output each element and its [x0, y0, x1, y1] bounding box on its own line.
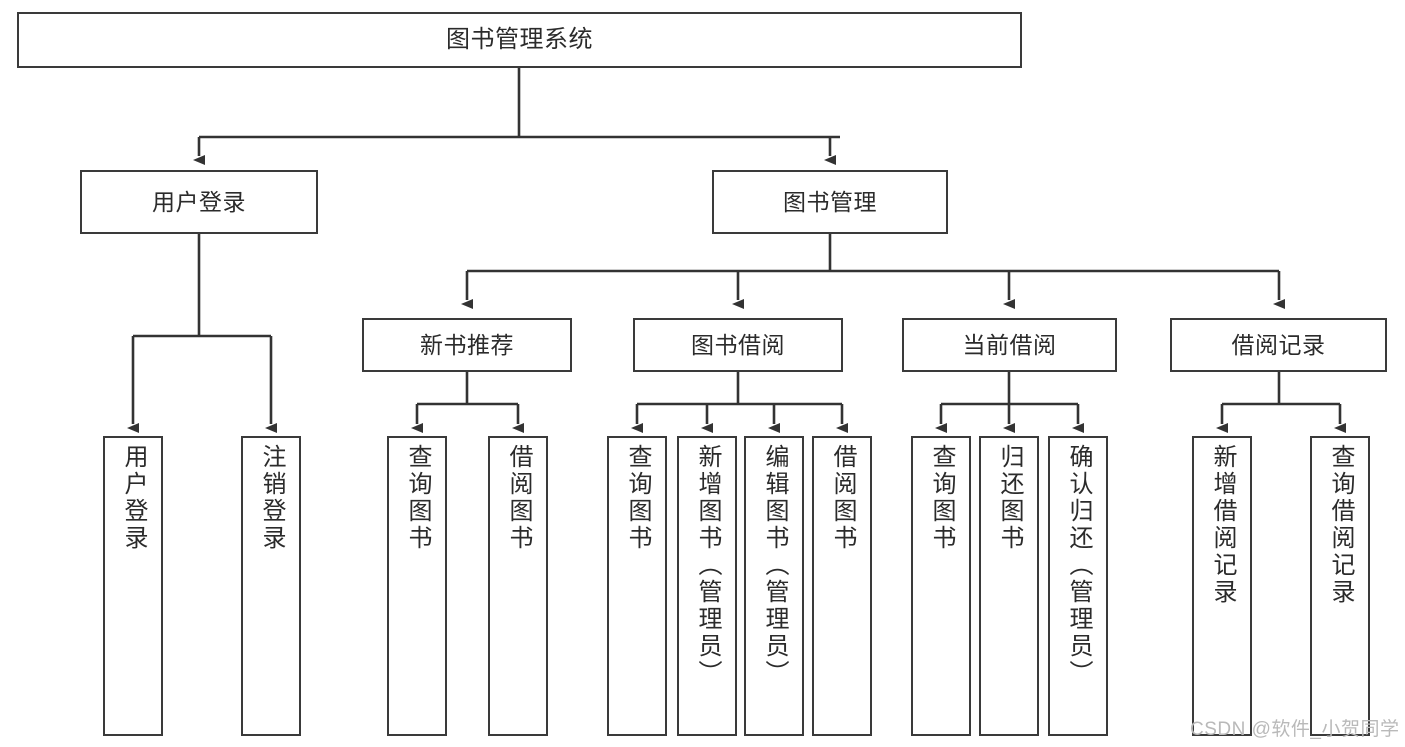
node-leaf-borrow-book-1[interactable]: 借阅图书 [488, 436, 548, 736]
node-label: 当前借阅 [962, 331, 1057, 358]
node-leaf-query-record[interactable]: 查询借阅记录 [1310, 436, 1370, 736]
node-label: 借阅图书 [829, 444, 856, 552]
node-leaf-add-book[interactable]: 新增图书（管理员） [677, 436, 737, 736]
node-label: 图书借阅 [691, 331, 785, 358]
node-leaf-query-book-1[interactable]: 查询图书 [387, 436, 447, 736]
node-label: 查询图书 [404, 444, 431, 552]
node-leaf-return-book[interactable]: 归还图书 [979, 436, 1039, 736]
node-leaf-user-login[interactable]: 用户登录 [103, 436, 163, 736]
node-book-manage[interactable]: 图书管理 [712, 170, 948, 234]
node-new-book-recommendation[interactable]: 新书推荐 [362, 318, 572, 372]
node-label: 归还图书 [996, 444, 1023, 552]
node-label: 新增借阅记录 [1209, 444, 1236, 606]
node-label: 新书推荐 [420, 331, 514, 358]
node-label: 借阅记录 [1231, 331, 1326, 358]
node-borrow-record[interactable]: 借阅记录 [1170, 318, 1387, 372]
node-label: 编辑图书（管理员） [761, 444, 788, 687]
node-label: 查询图书 [624, 444, 651, 552]
csdn-watermark: CSDN @软件_小贺同学 [1190, 719, 1400, 740]
node-leaf-add-record[interactable]: 新增借阅记录 [1192, 436, 1252, 736]
node-user-login[interactable]: 用户登录 [80, 170, 318, 234]
node-label: 查询借阅记录 [1327, 444, 1354, 606]
node-label: 新增图书（管理员） [694, 444, 721, 687]
node-leaf-logout[interactable]: 注销登录 [241, 436, 301, 736]
node-leaf-confirm-return[interactable]: 确认归还（管理员） [1048, 436, 1108, 736]
node-root-system[interactable]: 图书管理系统 [17, 12, 1022, 68]
node-leaf-query-book-3[interactable]: 查询图书 [911, 436, 971, 736]
node-current-borrow[interactable]: 当前借阅 [902, 318, 1117, 372]
node-book-borrow[interactable]: 图书借阅 [633, 318, 843, 372]
node-label: 图书管理系统 [446, 26, 593, 54]
node-label: 借阅图书 [505, 444, 532, 552]
node-leaf-query-book-2[interactable]: 查询图书 [607, 436, 667, 736]
node-label: 图书管理 [783, 188, 877, 215]
node-label: 注销登录 [258, 444, 285, 552]
node-label: 确认归还（管理员） [1065, 444, 1092, 687]
node-label: 用户登录 [120, 444, 147, 552]
node-label: 查询图书 [928, 444, 955, 552]
node-leaf-borrow-book-2[interactable]: 借阅图书 [812, 436, 872, 736]
node-label: 用户登录 [152, 188, 246, 215]
node-leaf-edit-book[interactable]: 编辑图书（管理员） [744, 436, 804, 736]
